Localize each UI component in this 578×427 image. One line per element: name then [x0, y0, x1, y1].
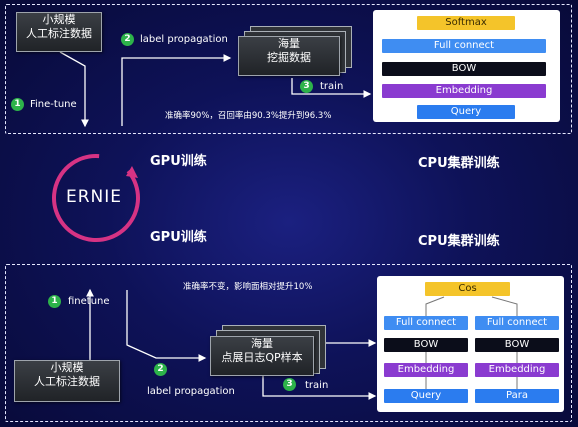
bottom-left-fullconnect: Full connect	[384, 316, 468, 330]
top-mined-line1: 海量	[278, 37, 300, 50]
top-source-card: 小规模 人工标注数据	[16, 12, 102, 52]
bottom-right-embedding: Embedding	[475, 363, 559, 377]
bottom-right-bow: BOW	[475, 338, 559, 352]
ernie-label: ERNIE	[66, 187, 123, 207]
top-step3-badge: 3	[300, 80, 313, 93]
bottom-panel	[5, 264, 572, 422]
top-fullconnect-layer: Full connect	[382, 39, 546, 53]
bottom-source-card: 小规模 人工标注数据	[14, 360, 120, 402]
bottom-step3-badge: 3	[283, 378, 296, 391]
bottom-step2-label: label propagation	[147, 386, 235, 397]
bottom-left-bow: BOW	[384, 338, 468, 352]
top-finetune-arrow	[59, 51, 89, 128]
bottom-step3-label: train	[305, 380, 329, 391]
bottom-train-arrow	[262, 372, 377, 400]
bottom-right-fullconnect: Full connect	[475, 316, 559, 330]
bottom-mined-line1: 海量	[251, 337, 273, 350]
top-softmax-layer: Softmax	[417, 16, 515, 30]
bottom-mined-card: 海量 点展日志QP样本	[210, 336, 314, 376]
gpu-top-heading: GPU训练	[150, 154, 207, 169]
top-source-line2: 人工标注数据	[26, 26, 92, 40]
top-propagation-arrow	[121, 54, 232, 126]
top-step1-badge: 1	[11, 98, 24, 111]
bottom-source-line2: 人工标注数据	[34, 374, 100, 388]
top-step3-label: train	[320, 81, 344, 92]
top-embedding-layer: Embedding	[382, 84, 546, 98]
ernie-ring	[52, 154, 140, 242]
bottom-step2-badge: 2	[154, 363, 167, 376]
top-step1-label: Fine-tune	[30, 99, 77, 110]
bottom-left-query: Query	[384, 389, 468, 403]
bottom-mined-line2: 点展日志QP样本	[221, 350, 303, 364]
bottom-right-para: Para	[475, 389, 559, 403]
bottom-cos-layer: Cos	[425, 282, 510, 296]
top-panel	[5, 4, 572, 134]
top-step2-label: label propagation	[140, 34, 228, 45]
top-source-line1: 小规模	[42, 13, 76, 26]
bottom-propagation-arrow	[126, 290, 207, 362]
bottom-left-embedding: Embedding	[384, 363, 468, 377]
top-train-arrow	[291, 78, 372, 98]
top-bow-layer: BOW	[382, 62, 546, 76]
top-query-layer: Query	[417, 105, 515, 119]
top-mined-card: 海量 挖掘数据	[238, 36, 340, 76]
cpu-top-heading: CPU集群训练	[418, 156, 500, 171]
cpu-bottom-heading: CPU集群训练	[418, 234, 500, 249]
bottom-step1-label: finetune	[68, 296, 110, 307]
ernie-ring-arrowhead	[126, 166, 138, 178]
bottom-metric-text: 准确率不变，影响面相对提升10%	[183, 282, 313, 292]
gpu-bottom-heading: GPU训练	[150, 230, 207, 245]
bottom-source-line1: 小规模	[50, 361, 84, 374]
top-metric-text: 准确率90%，召回率由90.3%提升到96.3%	[165, 111, 332, 121]
top-step2-badge: 2	[121, 33, 134, 46]
top-mined-line2: 挖掘数据	[267, 50, 311, 64]
bottom-step1-badge: 1	[48, 295, 61, 308]
